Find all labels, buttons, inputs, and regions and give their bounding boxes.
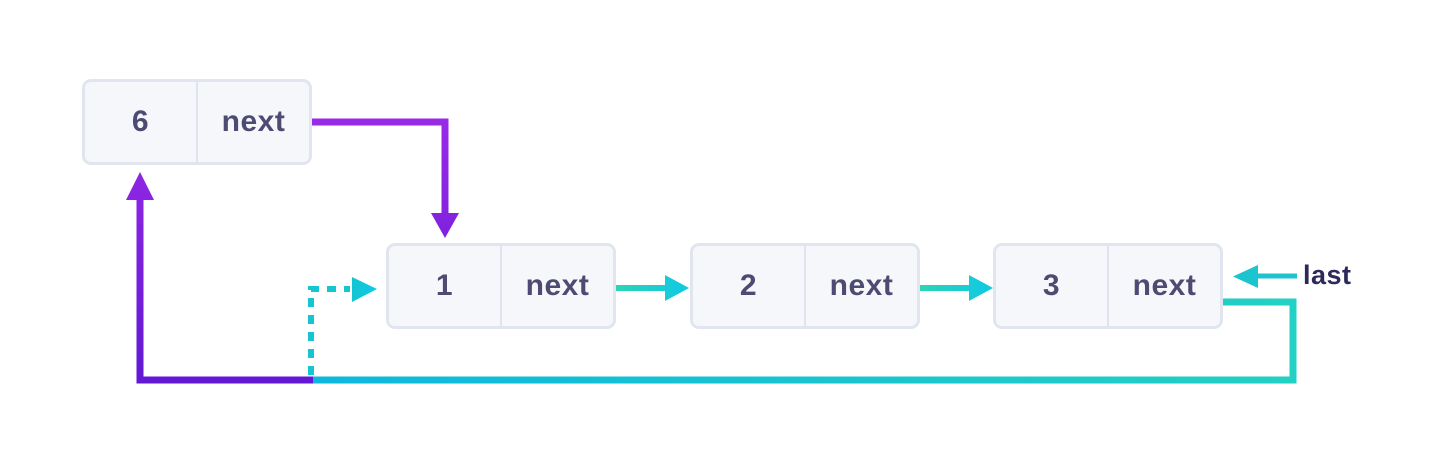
node-2-next-cell: next (829, 269, 894, 302)
old-pointer-to-node1-dashed-line (308, 286, 350, 375)
node-6-next-cell: next (221, 105, 286, 138)
last-pointer-label: last (1303, 260, 1352, 290)
node-2: 2 next (690, 243, 920, 329)
pointer-3-around-bottom-line (312, 298, 1297, 384)
old-pointer-to-node1-arrowhead (352, 277, 377, 302)
node-3-value-cell: 3 (996, 246, 1109, 326)
pointer-6-to-1-line (310, 118, 449, 214)
node-1-next-cell: next (525, 269, 590, 302)
node-6: 6 next (82, 79, 312, 165)
pointer-to-node6-line (136, 199, 313, 384)
node-2-value-cell: 2 (693, 246, 806, 326)
node-1: 1 next (386, 243, 616, 329)
node-6-value-cell: 6 (85, 82, 198, 162)
pointer-to-node6-arrowhead (126, 172, 154, 200)
node-3-next-cell: next (1132, 269, 1197, 302)
node-1-value-cell: 1 (389, 246, 502, 326)
pointer-6-to-1-arrowhead (431, 213, 459, 238)
last-pointer-arrowhead (1233, 265, 1258, 288)
node-3: 3 next (993, 243, 1223, 329)
pointer-2-to-3-arrowhead (969, 275, 993, 301)
pointer-1-to-2-arrowhead (665, 275, 689, 301)
